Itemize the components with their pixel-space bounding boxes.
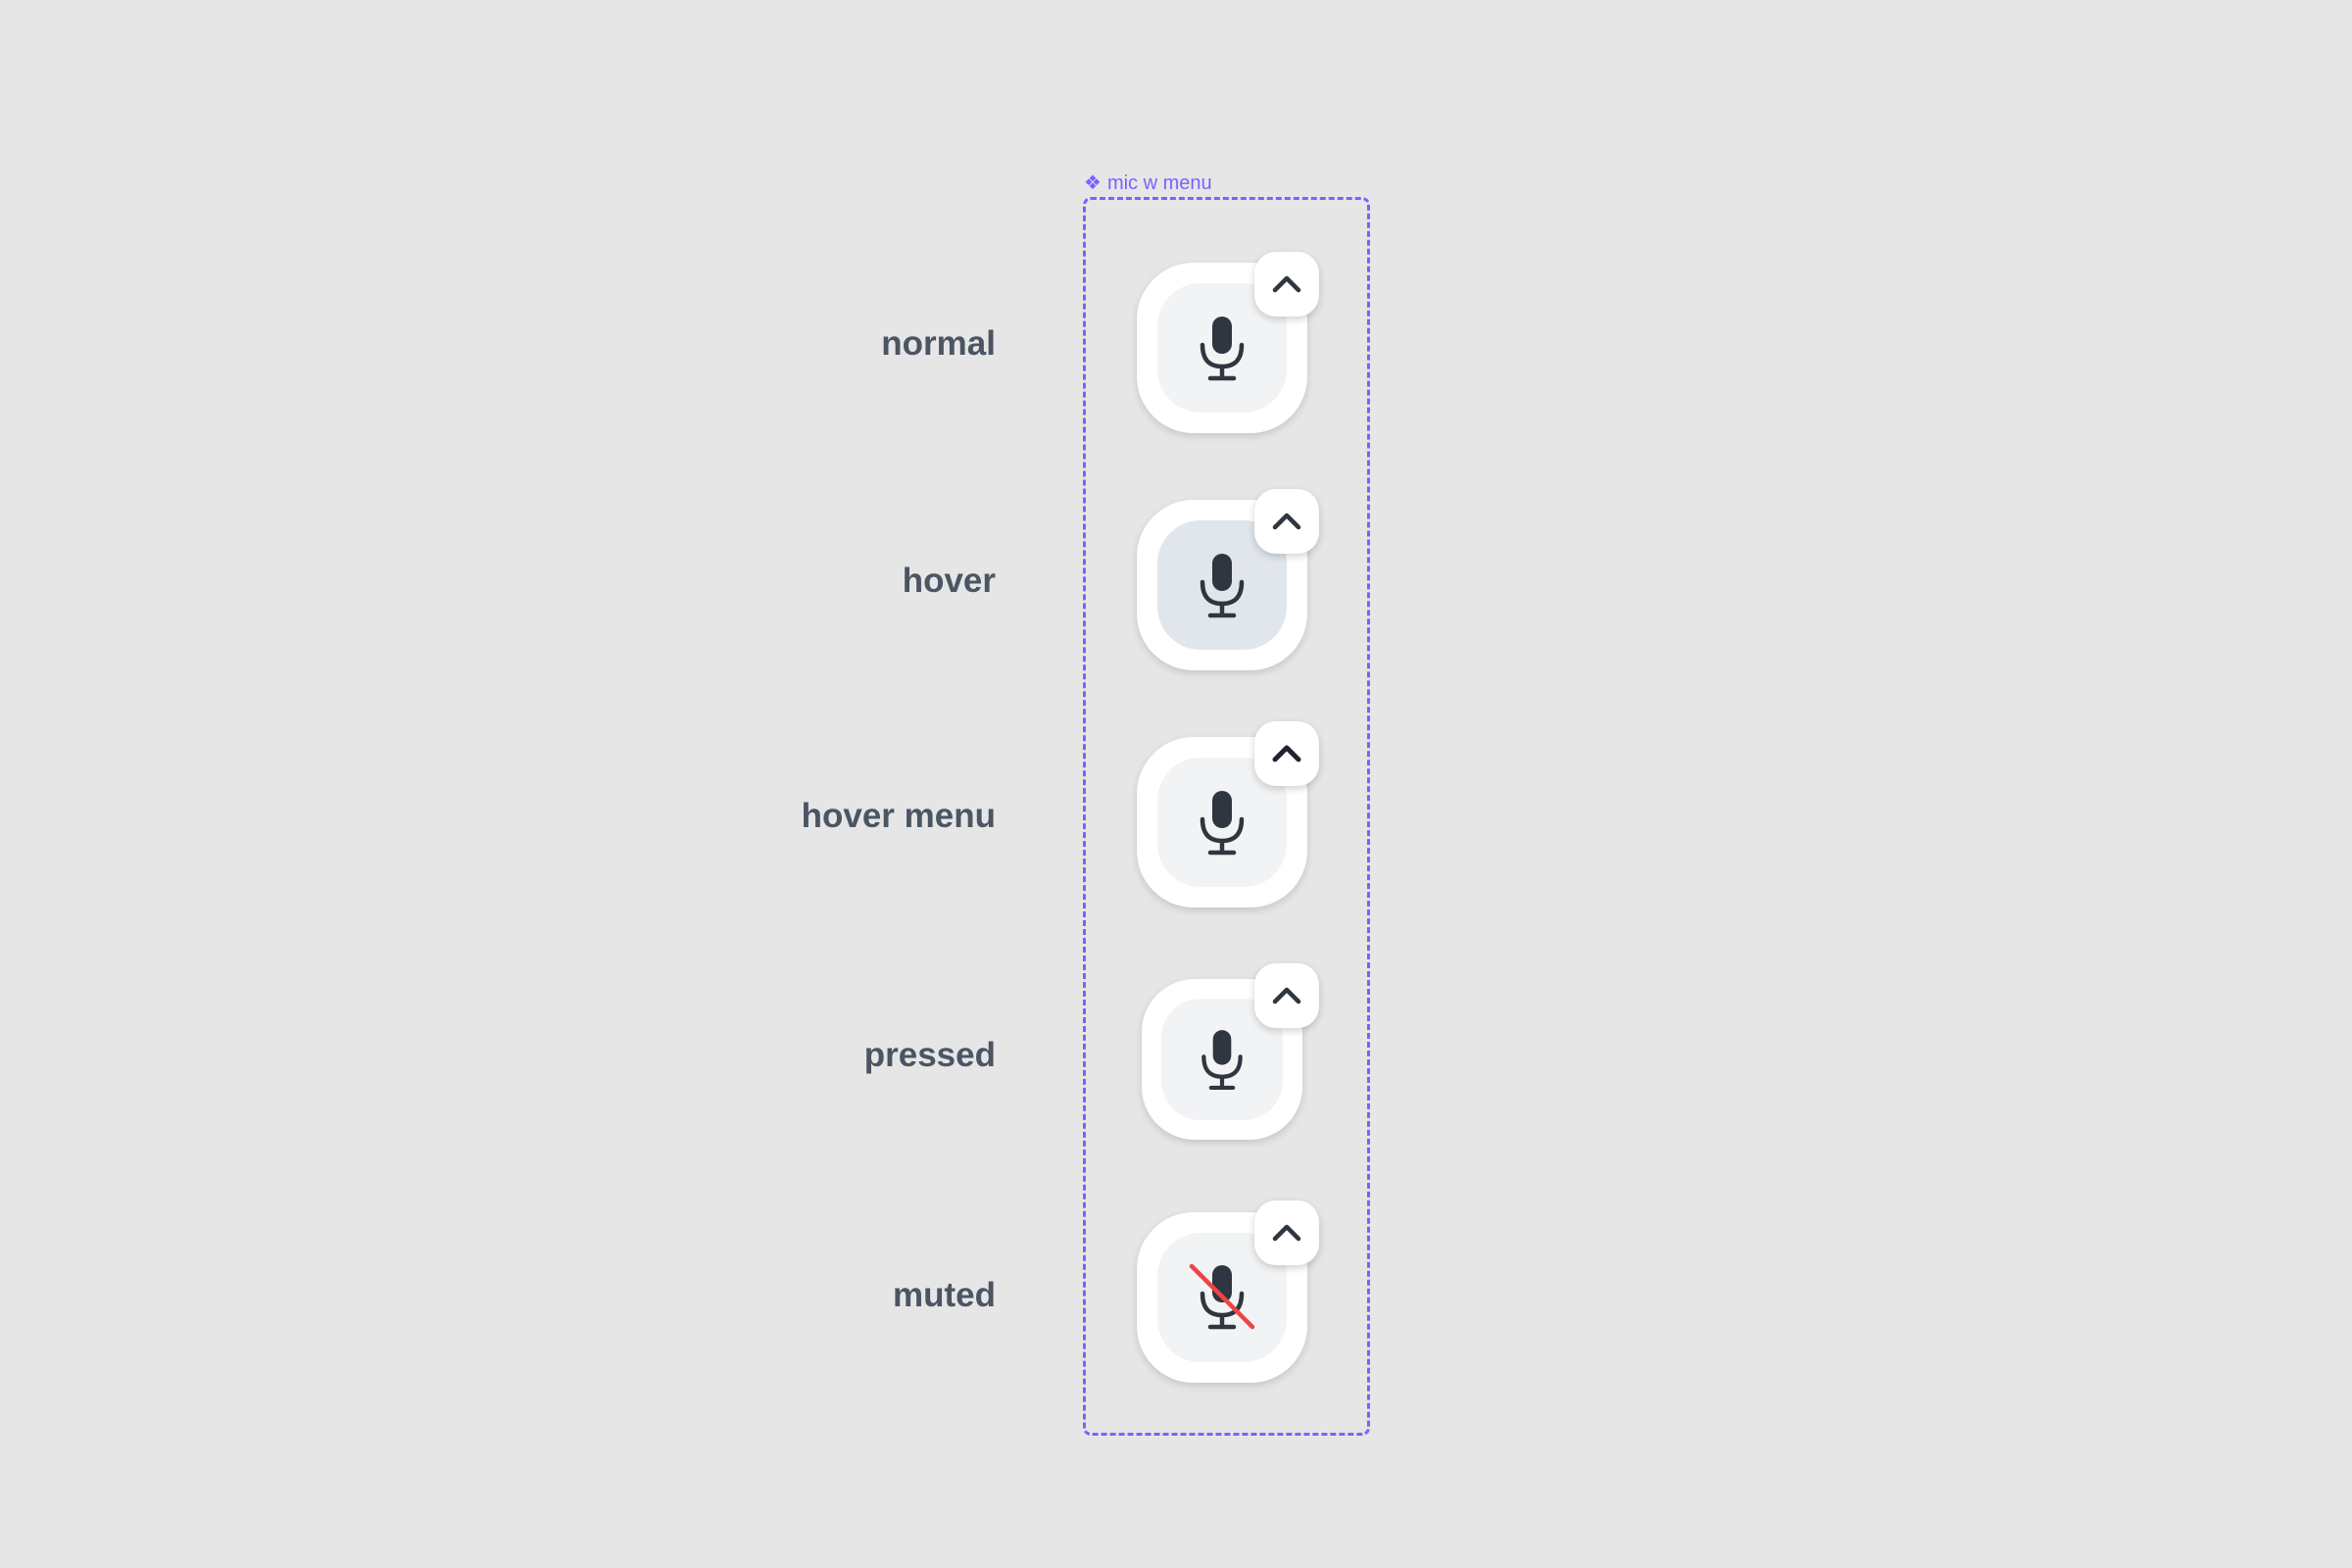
state-label-hover: hover: [902, 562, 996, 600]
chevron-up-icon: [1272, 274, 1301, 294]
mic-button-normal[interactable]: [1137, 263, 1307, 433]
chevron-up-icon: [1272, 744, 1301, 763]
microphone-icon: [1193, 788, 1251, 857]
mic-button-hover-surface: [1157, 520, 1287, 650]
frame-label-text: mic w menu: [1106, 172, 1212, 194]
menu-chevron-button-hover[interactable]: [1254, 489, 1319, 554]
frame-label[interactable]: ❖ mic w menu: [1084, 170, 1212, 197]
state-label-normal: normal: [881, 324, 996, 363]
menu-chevron-button-hover-menu[interactable]: [1254, 721, 1319, 786]
mic-button-pressed-surface: [1161, 999, 1283, 1120]
state-label-pressed: pressed: [863, 1036, 996, 1074]
state-label-muted: muted: [893, 1276, 996, 1314]
menu-chevron-button-pressed[interactable]: [1254, 963, 1319, 1028]
mic-button-hover[interactable]: [1137, 500, 1307, 670]
state-label-hover-menu: hover menu: [801, 797, 996, 835]
mic-button-hover-menu-surface: [1157, 758, 1287, 887]
microphone-icon: [1193, 551, 1251, 619]
mic-button-muted[interactable]: [1137, 1212, 1307, 1383]
mic-button-pressed[interactable]: [1142, 979, 1302, 1140]
microphone-muted-icon: [1188, 1262, 1256, 1333]
microphone-icon: [1193, 314, 1251, 382]
chevron-up-icon: [1272, 512, 1301, 531]
chevron-up-icon: [1272, 986, 1301, 1005]
microphone-icon: [1195, 1027, 1250, 1092]
menu-chevron-button-muted[interactable]: [1254, 1200, 1319, 1265]
chevron-up-icon: [1272, 1223, 1301, 1243]
component-icon: ❖: [1084, 172, 1102, 194]
menu-chevron-button-normal[interactable]: [1254, 252, 1319, 317]
component-frame[interactable]: [1083, 197, 1370, 1436]
